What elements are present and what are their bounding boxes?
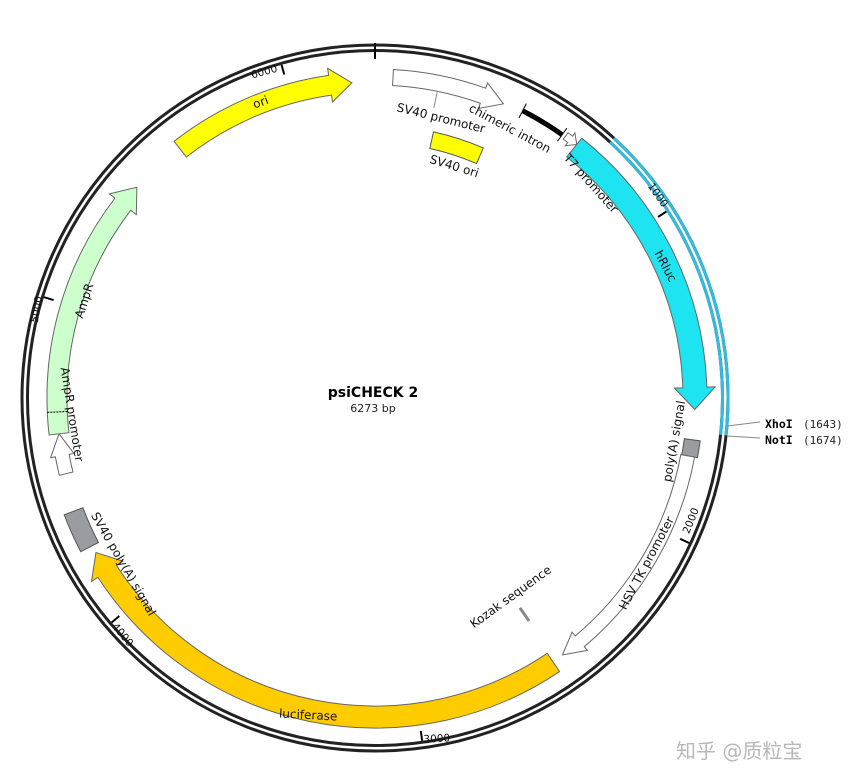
tick-label-1000: 1000 bbox=[645, 181, 670, 210]
site-noti[interactable]: NotI bbox=[765, 433, 793, 447]
site-xhoi-position: (1643) bbox=[803, 418, 843, 431]
tick-mark-6000 bbox=[280, 64, 286, 75]
site-noti-position: (1674) bbox=[803, 434, 843, 447]
restriction-sites: XhoI (1643) NotI (1674) bbox=[726, 417, 843, 447]
site-xhoi[interactable]: XhoI bbox=[765, 417, 793, 431]
feature-luciferase bbox=[90, 551, 561, 729]
label-luciferase: luciferase bbox=[279, 706, 338, 723]
plasmid-size: 6273 bp bbox=[350, 402, 395, 415]
features bbox=[46, 67, 717, 729]
feature-t7-promoter bbox=[562, 131, 578, 147]
feature-ori bbox=[173, 67, 353, 158]
feature-hrluc bbox=[566, 137, 717, 411]
tick-label-5000: 5000 bbox=[29, 295, 45, 323]
tick-mark-5000 bbox=[43, 296, 54, 302]
feature-hsv-tk-promoter bbox=[561, 454, 696, 656]
sv40-promoter-leader-line bbox=[433, 92, 438, 109]
highlight-strand-2 bbox=[609, 141, 724, 435]
ampr-promoter-overlap-marker bbox=[47, 410, 68, 413]
tick-mark-3000 bbox=[419, 730, 424, 741]
label-kozak-sequence: Kozak sequence bbox=[467, 563, 554, 631]
feature-chimeric-intron-end-2 bbox=[557, 127, 568, 142]
plasmid-name: psiCHECK 2 bbox=[328, 385, 418, 401]
noti-leader-line bbox=[726, 435, 761, 439]
feature-ampr bbox=[46, 186, 138, 436]
label-ori: ori bbox=[251, 93, 270, 111]
highlight-strand-1 bbox=[612, 136, 730, 436]
feature-chimeric-intron-end-1 bbox=[518, 103, 527, 119]
tick-mark-2000 bbox=[679, 537, 690, 544]
watermark: 知乎 @质粒宝 bbox=[676, 739, 803, 763]
feature-ampr-promoter bbox=[49, 432, 75, 476]
xhoi-leader-line bbox=[726, 421, 761, 427]
tick-label-3000: 3000 bbox=[423, 732, 450, 745]
feature-sv40-poly-a-signal bbox=[63, 507, 100, 553]
tick-mark-1000 bbox=[657, 210, 667, 218]
feature-sv40-promoter bbox=[392, 68, 505, 110]
feature-kozak-sequence bbox=[518, 606, 531, 622]
tick-mark-4000 bbox=[111, 615, 120, 624]
feature-sv40-ori bbox=[429, 131, 484, 165]
